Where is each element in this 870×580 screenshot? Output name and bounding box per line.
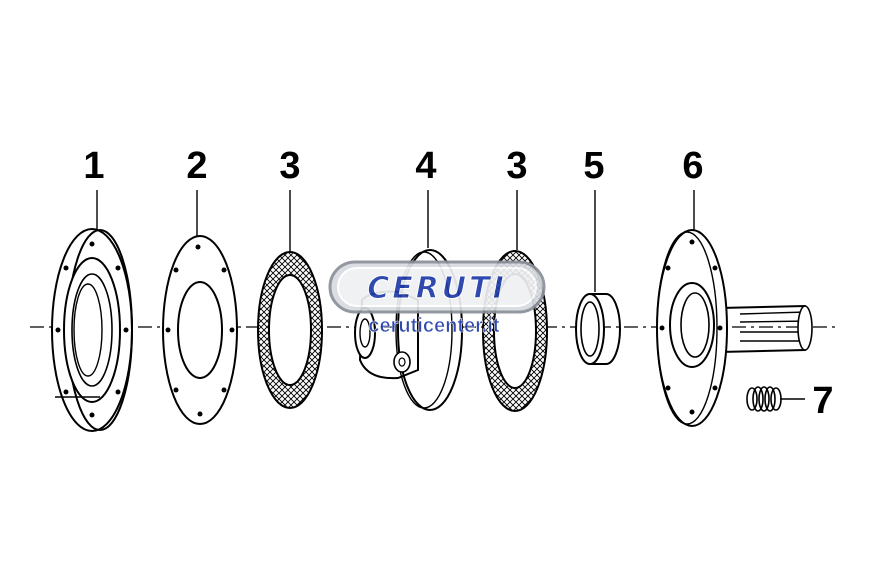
part-3-friction-disc-left [257,190,323,409]
part-label-5: 5 [583,145,604,187]
part-2-gasket-plate [162,190,238,425]
part-label-2: 2 [186,145,207,187]
part-label-4: 4 [415,145,436,187]
part-7-spring [746,386,805,412]
watermark-brand: CERUTI [367,271,507,306]
watermark-url: ceruticenter.it [368,315,500,337]
part-1-flange-plate [51,190,133,432]
ceruti-watermark: CERUTI ceruticenter.it [328,260,546,337]
part-label-7: 7 [812,380,833,422]
part-6-splined-shaft-flange [656,190,813,427]
part-label-3-left: 3 [279,145,300,187]
part-5-bushing-ring [575,190,621,365]
part-label-1: 1 [83,145,104,187]
part-label-6: 6 [682,145,703,187]
part-label-3-right: 3 [506,145,527,187]
